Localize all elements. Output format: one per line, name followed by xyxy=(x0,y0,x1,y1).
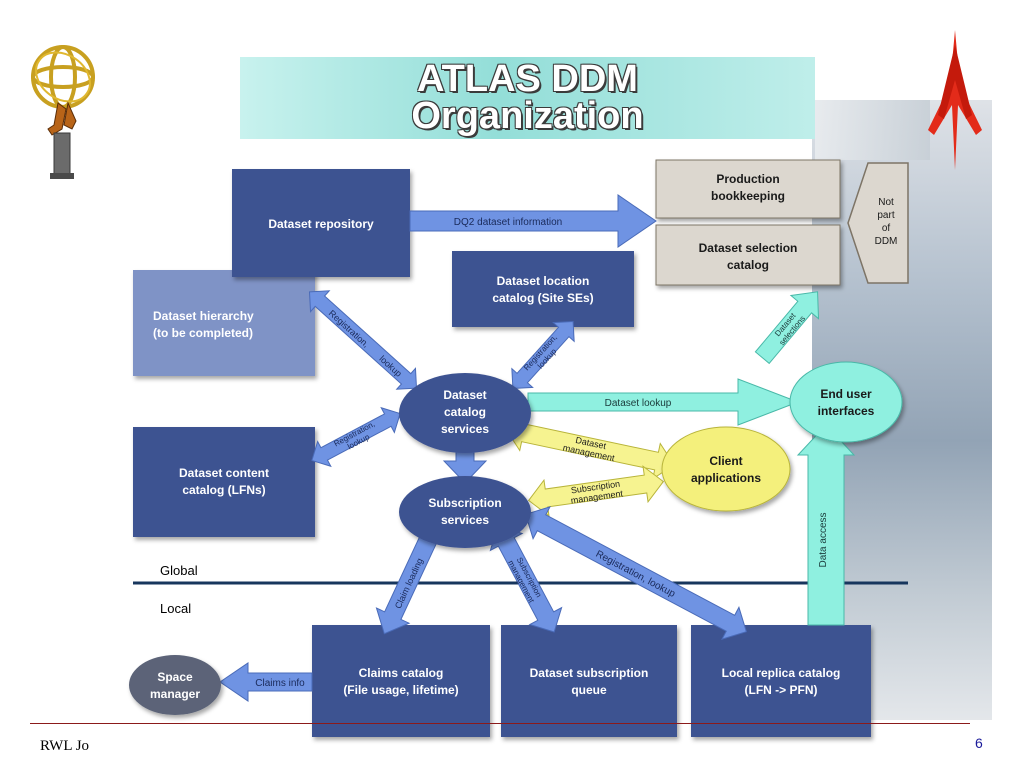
slide-title: ATLAS DDM Organization xyxy=(240,57,815,139)
production-sublabel: bookkeeping xyxy=(711,189,785,203)
local-label: Local xyxy=(160,601,191,616)
local-replica-sublabel: (LFN -> PFN) xyxy=(745,683,818,697)
arrow-data-access: Data access xyxy=(796,424,856,626)
claims-info-label: Claims info xyxy=(255,678,305,689)
dataset-location-label: Dataset location xyxy=(497,274,590,288)
reg-lookup-4-label: Registration, lookup xyxy=(594,549,678,600)
dq2-info-label: DQ2 dataset information xyxy=(454,217,562,228)
dataset-lookup-label: Dataset lookup xyxy=(605,398,672,409)
arrow-registration-lookup-repository: Registration, lookup xyxy=(308,290,418,390)
arrow-dataset-lookup: Dataset lookup xyxy=(527,378,800,426)
not-part-text-3: of xyxy=(882,223,891,234)
selection-sublabel: catalog xyxy=(727,258,769,272)
data-access-label: Data access xyxy=(818,512,829,567)
page-number: 6 xyxy=(975,735,983,751)
production-label: Production xyxy=(716,172,779,186)
ellipse-space-manager: Space manager xyxy=(129,655,221,715)
catalog-services-label-1: Dataset xyxy=(443,388,486,402)
space-manager-label-2: manager xyxy=(150,687,200,701)
not-part-text-4: DDM xyxy=(875,236,898,247)
end-user-label-1: End user xyxy=(820,387,872,401)
dataset-content-sublabel: catalog (LFNs) xyxy=(182,483,265,497)
footer-text: RWL Jo xyxy=(40,738,90,754)
catalog-services-label-2: catalog xyxy=(444,405,486,419)
box-production-bookkeeping: Production bookkeeping xyxy=(655,159,841,219)
catalog-services-label-3: services xyxy=(441,422,489,436)
reg-lookup-1-label: Registration, xyxy=(327,308,371,349)
box-dataset-subscription-queue: Dataset subscription queue xyxy=(501,625,677,737)
ddm-architecture-diagram: Global Local Dataset hierarchy (to be co… xyxy=(129,159,909,737)
ellipse-end-user-interfaces: End user interfaces xyxy=(789,361,903,443)
dataset-content-label: Dataset content xyxy=(179,466,269,480)
not-part-text-1: Not xyxy=(878,197,894,208)
footer-divider xyxy=(30,723,970,724)
local-replica-label: Local replica catalog xyxy=(722,666,841,680)
box-dataset-selection: Dataset selection catalog xyxy=(655,224,841,286)
arrow-dq2-dataset-information: DQ2 dataset information xyxy=(409,194,657,248)
client-apps-label-2: applications xyxy=(691,471,761,485)
ellipse-subscription-services: Subscription services xyxy=(399,476,531,548)
subscription-services-label-1: Subscription xyxy=(428,496,501,510)
claims-catalog-label: Claims catalog xyxy=(359,666,444,680)
subscription-queue-sublabel: queue xyxy=(571,683,607,697)
ellipse-client-applications: Client applications xyxy=(661,426,791,512)
arrow-registration-lookup-content: Registration, lookup xyxy=(311,406,401,468)
box-dataset-hierarchy: Dataset hierarchy (to be completed) xyxy=(133,270,315,376)
space-manager-label-1: Space xyxy=(157,670,193,684)
title-line-2: Organization xyxy=(411,95,644,137)
box-claims-catalog: Claims catalog (File usage, lifetime) xyxy=(312,625,490,737)
not-part-of-ddm-marker: Not part of DDM xyxy=(847,162,909,284)
box-dataset-content: Dataset content catalog (LFNs) xyxy=(133,427,315,537)
subscription-queue-label: Dataset subscription xyxy=(530,666,649,680)
global-label: Global xyxy=(160,563,198,578)
atlas-logo-icon xyxy=(31,45,95,179)
title-line-1: ATLAS DDM xyxy=(417,58,638,100)
box-local-replica-catalog: Local replica catalog (LFN -> PFN) xyxy=(691,625,871,737)
arrow-dataset-selections: Dataset selections xyxy=(754,291,820,365)
institution-logo-icon xyxy=(928,30,982,170)
not-part-text-2: part xyxy=(877,210,894,221)
claims-catalog-sublabel: (File usage, lifetime) xyxy=(343,683,458,697)
subscription-services-label-2: services xyxy=(441,513,489,527)
dataset-hierarchy-label: Dataset hierarchy xyxy=(153,309,254,323)
background-photo-top xyxy=(815,100,930,160)
arrow-claims-info: Claims info xyxy=(219,662,313,702)
dataset-location-sublabel: catalog (Site SEs) xyxy=(492,291,593,305)
dataset-repository-label: Dataset repository xyxy=(268,217,374,231)
ellipse-dataset-catalog-services: Dataset catalog services xyxy=(399,373,531,453)
end-user-label-2: interfaces xyxy=(818,404,875,418)
box-dataset-repository: Dataset repository xyxy=(232,169,410,277)
dataset-hierarchy-sublabel: (to be completed) xyxy=(153,326,253,340)
client-apps-label-1: Client xyxy=(709,454,742,468)
box-dataset-location: Dataset location catalog (Site SEs) xyxy=(452,251,634,327)
selection-label: Dataset selection xyxy=(699,241,798,255)
